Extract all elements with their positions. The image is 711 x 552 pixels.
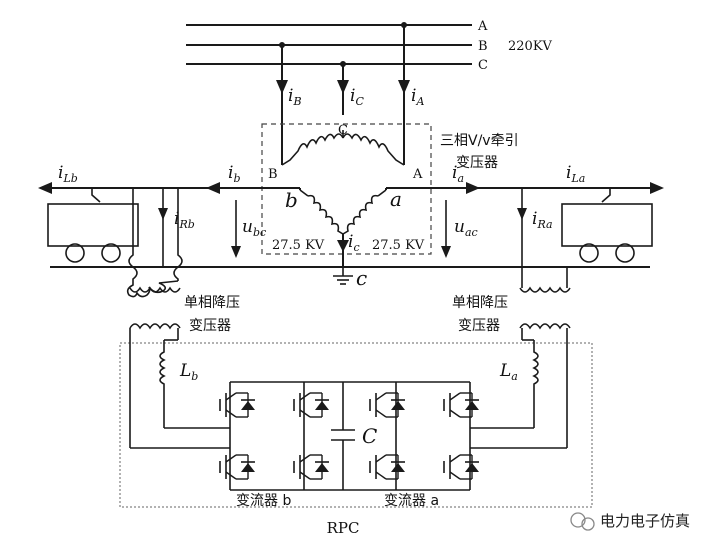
voltage-right-label: 27.5 KV	[372, 238, 425, 253]
locomotive-right	[561, 188, 653, 263]
arrow-ic-primary	[337, 80, 349, 94]
stepdown-transformer-left: 单相降压 变压器	[126, 188, 240, 334]
label-ia: ia	[452, 163, 464, 185]
igbt-a-3	[369, 454, 405, 480]
bus-voltage-label: 220KV	[508, 39, 553, 54]
arrow-ia	[466, 182, 480, 194]
rail-line: c	[50, 266, 650, 290]
converter-a-label: 变流器 a	[384, 493, 439, 509]
label-iB: iB	[288, 86, 302, 108]
converter-a-switches	[369, 392, 479, 480]
bus-label-c: C	[478, 58, 488, 73]
igbt-b-2	[293, 392, 329, 418]
stepdown-right-secondary-coil	[519, 323, 571, 330]
vv-traction-transformer: C B A b a 三相V/v牵引 变压器 27.5 KV 27.5 KV ic	[261, 123, 519, 267]
igbt-b-4	[293, 454, 329, 480]
voltage-left-label: 27.5 KV	[272, 238, 325, 253]
label-ic: ic	[348, 232, 360, 254]
label-uac: uac	[454, 217, 478, 239]
bus-label-a: A	[477, 19, 488, 34]
label-iC: iC	[350, 86, 364, 108]
arrow-iLb	[38, 182, 52, 194]
terminal-c-label: c	[356, 266, 367, 290]
inductor-la	[532, 340, 539, 392]
primary-coil-right	[342, 133, 405, 166]
label-iLa: iLa	[566, 163, 585, 185]
label-la: La	[499, 361, 518, 383]
terminal-A-label: A	[412, 167, 423, 182]
label-iLb: iLb	[58, 163, 78, 185]
stepdown-left-secondary-coil	[129, 323, 181, 330]
label-iRa: iRa	[532, 209, 553, 231]
stepdown-left-line2: 变压器	[189, 318, 231, 334]
rpc-block: RPC Lb La C 变流器 b	[119, 328, 593, 537]
converter-b-switches	[219, 392, 329, 480]
transformer-name-line1: 三相V/v牵引	[440, 133, 519, 149]
watermark-text: 电力电子仿真	[600, 512, 690, 530]
stepdown-left-line1: 单相降压	[184, 295, 240, 311]
wechat-icon	[570, 512, 586, 528]
label-ubc: ubc	[242, 217, 266, 239]
watermark: 电力电子仿真	[570, 512, 690, 531]
primary-feeders: iB iC iA	[276, 25, 424, 165]
bus-label-b: B	[478, 39, 488, 54]
terminal-C-label: C	[338, 123, 348, 138]
stepdown-left-primary-coil	[129, 286, 181, 293]
label-ib: ib	[228, 163, 240, 185]
terminal-B-label: B	[268, 167, 278, 182]
inductor-lb	[159, 340, 166, 392]
terminal-b-label: b	[285, 188, 298, 212]
rpc-boundary	[119, 342, 593, 508]
stepdown-right-primary-coil	[519, 286, 571, 293]
secondary-coil-a	[342, 194, 379, 235]
pantograph-left	[91, 188, 101, 203]
primary-coil-left	[281, 133, 344, 166]
arrow-ia-primary	[398, 80, 410, 94]
igbt-a-4	[443, 454, 479, 480]
terminal-a-label: a	[390, 187, 402, 211]
stepdown-right-line2: 变压器	[458, 318, 500, 334]
pantograph-right	[601, 188, 611, 203]
catenary-lines: iLb ib ia iLa	[38, 163, 664, 194]
arrow-ib	[206, 182, 220, 194]
stepdown-transformer-right: 单相降压 变压器	[452, 267, 571, 334]
label-iRb: iRb	[174, 209, 195, 231]
igbt-a-2	[443, 392, 479, 418]
converter-b-label: 变流器 b	[236, 493, 291, 509]
load-branches: iRb iRa	[158, 188, 553, 267]
three-phase-bus: A B C 220KV	[186, 19, 553, 73]
label-iA: iA	[411, 86, 424, 108]
arrow-ib-primary	[276, 80, 288, 94]
arrow-ic	[337, 240, 349, 252]
arrow-iLa	[650, 182, 664, 194]
locomotive-left	[47, 188, 139, 263]
stepdown-right-line1: 单相降压	[452, 295, 508, 311]
igbt-b-3	[219, 454, 255, 480]
igbt-a-1	[369, 392, 405, 418]
rpc-label: RPC	[327, 519, 360, 537]
secondary-coil-b	[307, 194, 344, 235]
transformer-name-line2: 变压器	[456, 155, 498, 171]
capacitor-label: C	[362, 424, 377, 448]
igbt-b-1	[219, 392, 255, 418]
voltage-indicators: ubc uac	[231, 200, 478, 258]
label-lb: Lb	[179, 361, 198, 383]
